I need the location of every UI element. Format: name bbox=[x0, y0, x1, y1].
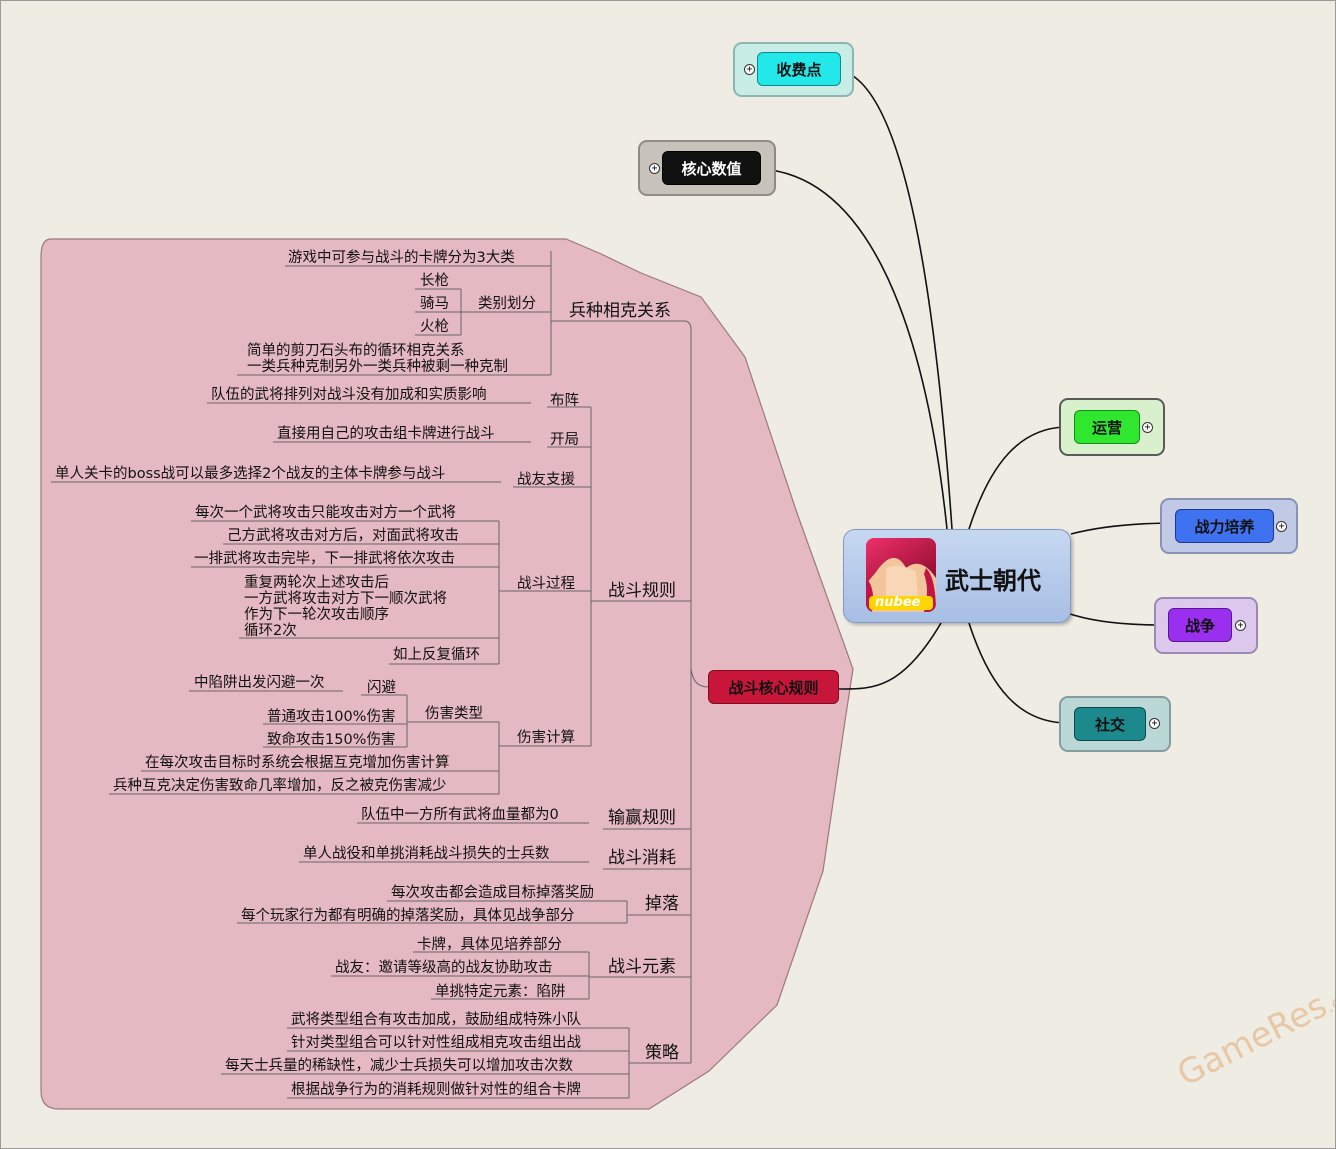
dodge-label: 闪避 bbox=[367, 680, 396, 696]
strategy-item: 武将类型组合有攻击加成，鼓励组成特殊小队 bbox=[291, 1012, 581, 1028]
link-war bbox=[1066, 612, 1162, 626]
nubee-app-icon: nubee bbox=[866, 538, 936, 612]
formation-desc: 队伍的武将排列对战斗没有加成和实质影响 bbox=[211, 387, 487, 403]
link-social bbox=[968, 622, 1065, 724]
opening-label: 开局 bbox=[550, 432, 579, 448]
elements-label[interactable]: 战斗元素 bbox=[608, 957, 676, 977]
process-step: 重复两轮次上述攻击后 一方武将攻击对方下一顺次武将 作为下一轮次攻击顺序 循环2… bbox=[244, 575, 447, 639]
battle-core-rules-node[interactable]: 战斗核心规则 bbox=[708, 670, 839, 704]
link-battle bbox=[838, 622, 942, 690]
win-loss-desc: 队伍中一方所有武将血量都为0 bbox=[361, 807, 559, 823]
root-title: 武士朝代 bbox=[945, 567, 1041, 595]
expand-icon[interactable]: + bbox=[744, 64, 755, 75]
process-step: 如上反复循环 bbox=[393, 647, 480, 663]
formation-label: 布阵 bbox=[550, 393, 579, 409]
battle-group-region bbox=[40, 238, 854, 1110]
category-item: 长枪 bbox=[420, 273, 449, 289]
process-label: 战斗过程 bbox=[517, 576, 575, 592]
drops-label[interactable]: 掉落 bbox=[645, 894, 679, 914]
expand-icon[interactable]: + bbox=[1276, 521, 1287, 532]
link-core bbox=[760, 168, 948, 530]
expand-icon[interactable]: + bbox=[649, 163, 660, 174]
drops-item: 每次攻击都会造成目标掉落奖励 bbox=[391, 885, 594, 901]
battle-rules-label[interactable]: 战斗规则 bbox=[608, 581, 676, 601]
ally-support-desc: 单人关卡的boss战可以最多选择2个战友的主体卡牌参与战斗 bbox=[55, 466, 446, 482]
category-label: 类别划分 bbox=[478, 296, 536, 312]
expand-icon[interactable]: + bbox=[1149, 718, 1160, 729]
win-loss-label[interactable]: 输赢规则 bbox=[608, 808, 676, 828]
nubee-logo-text: nubee bbox=[875, 595, 921, 610]
dodge-desc: 中陷阱出发闪避一次 bbox=[194, 675, 325, 691]
damage-type: 致命攻击150%伤害 bbox=[267, 732, 396, 748]
link-fee bbox=[842, 70, 953, 530]
link-ops bbox=[968, 426, 1065, 530]
combat-power-node[interactable]: 战力培养 bbox=[1175, 509, 1274, 543]
card-types-text: 游戏中可参与战斗的卡牌分为3大类 bbox=[288, 250, 515, 266]
elements-item: 战友：邀请等级高的战友协助攻击 bbox=[335, 960, 553, 976]
consumption-desc: 单人战役和单挑消耗战斗损失的士兵数 bbox=[303, 846, 550, 862]
opening-desc: 直接用自己的攻击组卡牌进行战斗 bbox=[277, 426, 495, 442]
process-step: 一排武将攻击完毕，下一排武将依次攻击 bbox=[194, 551, 455, 567]
unit-counter-label[interactable]: 兵种相克关系 bbox=[569, 301, 671, 321]
elements-item: 单挑特定元素：陷阱 bbox=[435, 984, 566, 1000]
fee-points-node[interactable]: 收费点 bbox=[757, 52, 841, 86]
category-item: 骑马 bbox=[420, 296, 449, 312]
rps-cycle-text: 简单的剪刀石头布的循环相克关系 一类兵种克制另外一类兵种被剩一种克制 bbox=[247, 343, 508, 375]
damage-types-label: 伤害类型 bbox=[425, 706, 483, 722]
strategy-label[interactable]: 策略 bbox=[645, 1043, 679, 1063]
drops-item: 每个玩家行为都有明确的掉落奖励，具体见战争部分 bbox=[241, 908, 575, 924]
damage-label: 伤害计算 bbox=[517, 730, 575, 746]
core-values-node[interactable]: 核心数值 bbox=[662, 151, 761, 185]
damage-note: 在每次攻击目标时系统会根据互克增加伤害计算 bbox=[145, 755, 450, 771]
expand-icon[interactable]: + bbox=[1142, 422, 1153, 433]
social-node[interactable]: 社交 bbox=[1074, 707, 1146, 741]
elements-item: 卡牌，具体见培养部分 bbox=[417, 937, 562, 953]
ally-support-label: 战友支援 bbox=[517, 472, 575, 488]
strategy-item: 每天士兵量的稀缺性，减少士兵损失可以增加攻击次数 bbox=[225, 1058, 573, 1074]
operations-node[interactable]: 运营 bbox=[1074, 410, 1140, 444]
strategy-item: 针对类型组合可以针对性组成相克攻击组出战 bbox=[291, 1035, 581, 1051]
process-step: 每次一个武将攻击只能攻击对方一个武将 bbox=[195, 505, 456, 521]
damage-type: 普通攻击100%伤害 bbox=[267, 709, 396, 725]
war-node[interactable]: 战争 bbox=[1168, 608, 1232, 642]
process-step: 己方武将攻击对方后，对面武将攻击 bbox=[227, 528, 459, 544]
damage-note: 兵种互克决定伤害致命几率增加，反之被克伤害减少 bbox=[113, 778, 447, 794]
consumption-label[interactable]: 战斗消耗 bbox=[608, 848, 676, 868]
expand-icon[interactable]: + bbox=[1235, 620, 1246, 631]
strategy-item: 根据战争行为的消耗规则做针对性的组合卡牌 bbox=[291, 1082, 581, 1098]
category-item: 火枪 bbox=[420, 319, 449, 335]
